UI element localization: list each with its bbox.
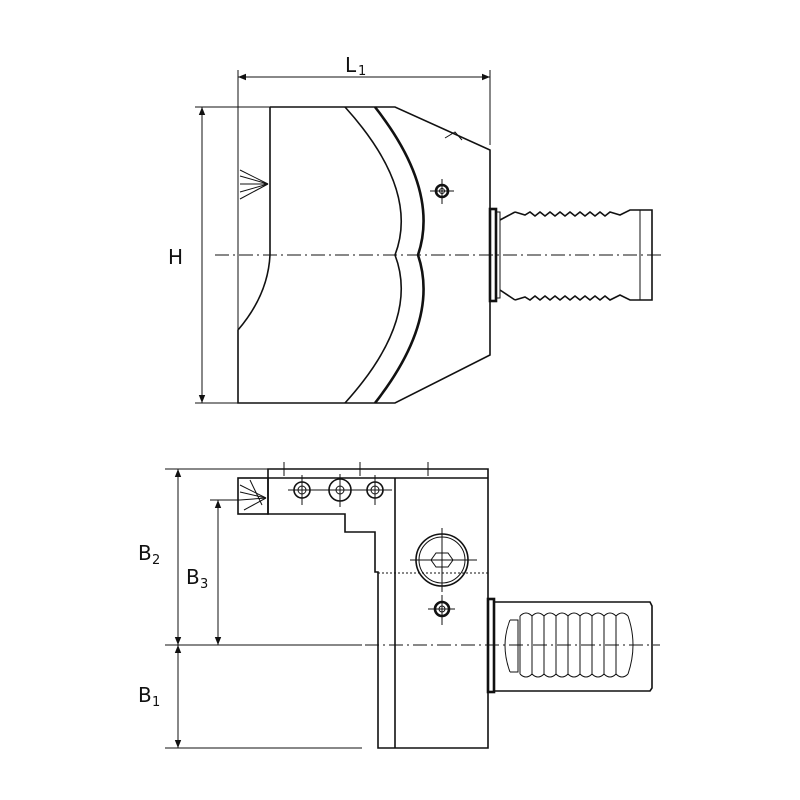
label-L1: L <box>345 53 357 77</box>
top-view: L 1 H <box>168 53 665 404</box>
label-H: H <box>168 245 183 269</box>
label-B1-subscript: 1 <box>152 695 160 710</box>
coolant-port-icon <box>410 528 477 592</box>
label-L1-subscript: 1 <box>358 64 366 79</box>
bottom-view: B 2 B 3 B 1 <box>138 462 660 749</box>
label-B3-subscript: 3 <box>200 577 208 592</box>
label-B1: B <box>138 683 152 707</box>
label-B2: B <box>138 541 152 565</box>
label-B3: B <box>186 565 200 589</box>
clamp-screw-icon <box>288 474 392 507</box>
cutting-insert-icon <box>237 477 269 515</box>
body-outline <box>237 106 491 404</box>
tool-edge-icon <box>239 169 269 200</box>
screw-hole-icon <box>428 595 455 625</box>
screw-hole-icon <box>430 179 454 204</box>
serrated-shank <box>488 207 653 303</box>
chamfer-detail <box>444 131 463 141</box>
label-B2-subscript: 2 <box>152 553 160 568</box>
